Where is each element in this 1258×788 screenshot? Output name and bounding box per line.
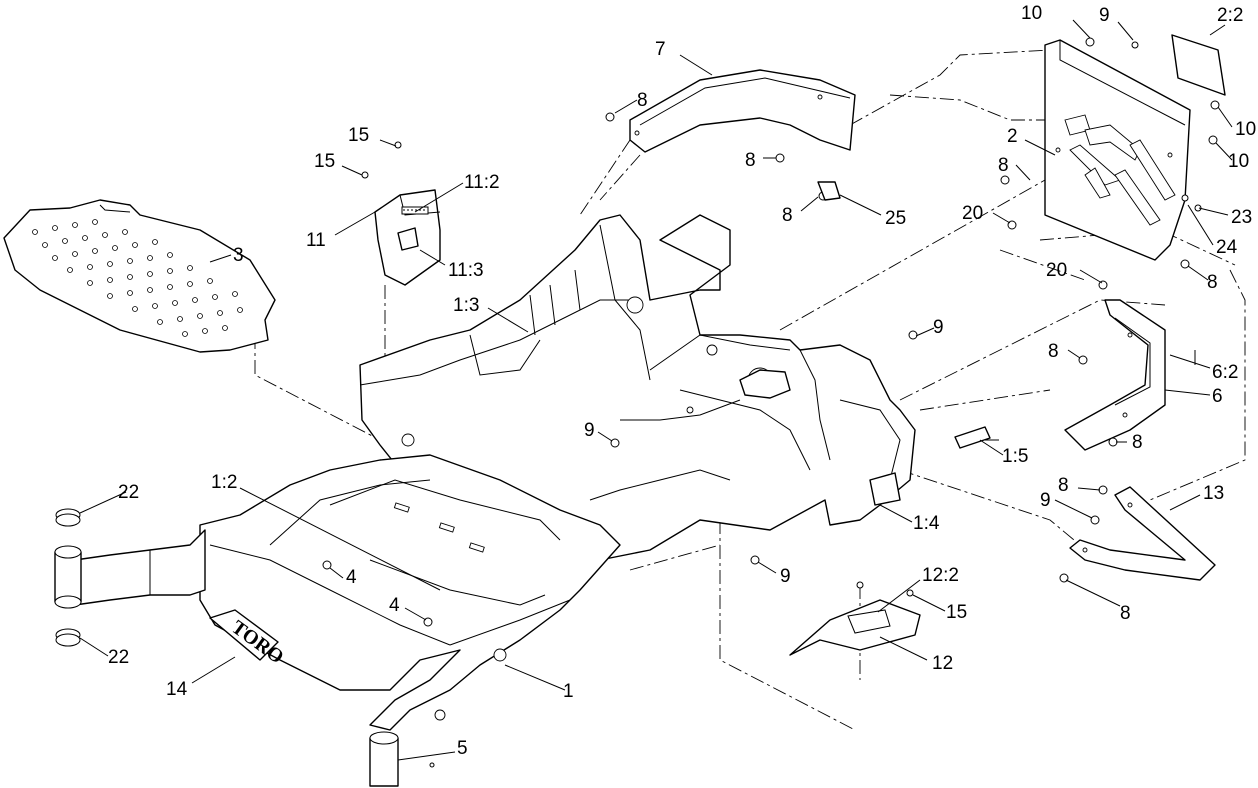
clamp-part-25 [817,181,841,201]
callout-15-left: 15 [314,151,335,172]
callout-8-guard: 8 [1048,341,1059,362]
callout-9-deck: 9 [933,317,944,338]
callout-15-plate: 15 [946,602,967,623]
fender-part-7 [629,69,856,153]
hardware [322,37,1220,768]
callout-1-5: 1:5 [1002,446,1028,467]
callout-23: 23 [1231,207,1252,228]
callout-10-top: 10 [1021,3,1042,24]
callout-15-top: 15 [348,125,369,146]
callout-8-guard-low: 8 [1132,432,1143,453]
callout-11: 11 [306,230,326,251]
floor-pan-part-3 [3,199,276,353]
caster-tube-lower [369,731,399,787]
leader-lines [79,19,1233,761]
callout-8-fender: 8 [637,90,648,111]
callout-8-clamp: 8 [782,205,793,226]
bracket-part-11 [374,189,441,286]
callout-8-shield: 8 [998,155,1009,176]
callout-1-3: 1:3 [453,295,479,316]
callout-8-bottom: 8 [1120,603,1131,624]
callout-9-lower: 9 [1040,490,1051,511]
guard-part-13 [1069,486,1216,581]
callout-25: 25 [885,208,906,229]
plate-part-12 [789,599,921,656]
callout-12-2: 12:2 [922,565,959,586]
callout-12: 12 [932,653,953,674]
callout-22-bottom: 22 [108,647,129,668]
callout-5: 5 [457,738,468,759]
shield-part-2 [1044,39,1191,261]
main-frame-part-1 [74,214,916,731]
callout-1-2: 1:2 [211,472,237,493]
callout-9-bottom: 9 [780,566,791,587]
callout-4-right: 4 [389,595,400,616]
callout-4-left: 4 [346,567,357,588]
callout-2-2: 2:2 [1217,5,1243,26]
callout-11-3: 11:3 [448,260,484,281]
decal-part-2-2 [1171,34,1226,96]
callout-11-2: 11:2 [464,172,500,193]
callout-10-right-a: 10 [1235,119,1256,140]
callout-8-lower: 8 [1058,475,1069,496]
callout-9-top: 9 [1099,5,1110,26]
callout-7: 7 [655,39,666,60]
callout-labels: 10 9 2:2 7 8 10 2 10 8 15 11:2 15 8 25 8… [108,3,1256,759]
callout-20-top: 20 [962,203,983,224]
callout-6: 6 [1212,386,1223,407]
callout-9-center: 9 [584,420,595,441]
callout-1-4: 1:4 [913,513,940,534]
callout-2: 2 [1007,126,1018,147]
callout-3: 3 [233,245,244,266]
callout-8-right: 8 [1207,272,1218,293]
callout-1: 1 [563,681,574,702]
callout-24: 24 [1216,237,1238,258]
caster-tube-part-22 [54,508,82,647]
callout-10-right-b: 10 [1228,151,1249,172]
guard-part-6 [1064,299,1166,451]
decal-part-1-5 [954,426,991,449]
callout-13: 13 [1203,483,1224,504]
callout-8-mid: 8 [745,150,756,171]
callout-22-top: 22 [118,482,139,503]
callout-14: 14 [166,679,188,700]
callout-6-2: 6:2 [1212,362,1238,383]
callout-20-mid: 20 [1046,260,1067,281]
